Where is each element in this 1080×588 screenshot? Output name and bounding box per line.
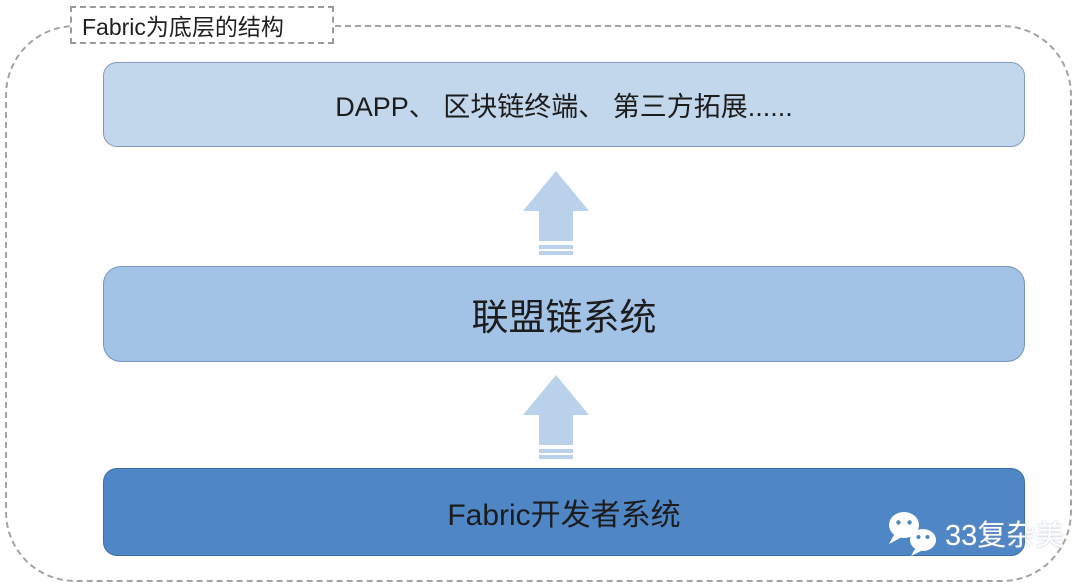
wechat-icon bbox=[889, 512, 936, 556]
dashed-container-border bbox=[5, 25, 1072, 582]
watermark: 33复杂美 bbox=[888, 508, 1064, 558]
layer-fabric-developer-label: Fabric开发者系统 bbox=[447, 499, 681, 532]
container-callout-label: Fabric为底层的结构 bbox=[70, 6, 334, 44]
layer-application-label: DAPP、 区块链终端、 第三方拓展...... bbox=[335, 92, 793, 122]
layer-fabric-developer: Fabric开发者系统 bbox=[103, 468, 1025, 556]
up-arrow-icon bbox=[523, 171, 589, 255]
layer-application: DAPP、 区块链终端、 第三方拓展...... bbox=[103, 62, 1025, 147]
up-arrow-icon bbox=[523, 375, 589, 459]
layer-consortium-chain-label: 联盟链系统 bbox=[471, 297, 657, 338]
watermark-text: 33复杂美 bbox=[945, 520, 1065, 552]
layer-consortium-chain: 联盟链系统 bbox=[103, 266, 1025, 362]
container-callout-text: Fabric为底层的结构 bbox=[82, 14, 284, 40]
